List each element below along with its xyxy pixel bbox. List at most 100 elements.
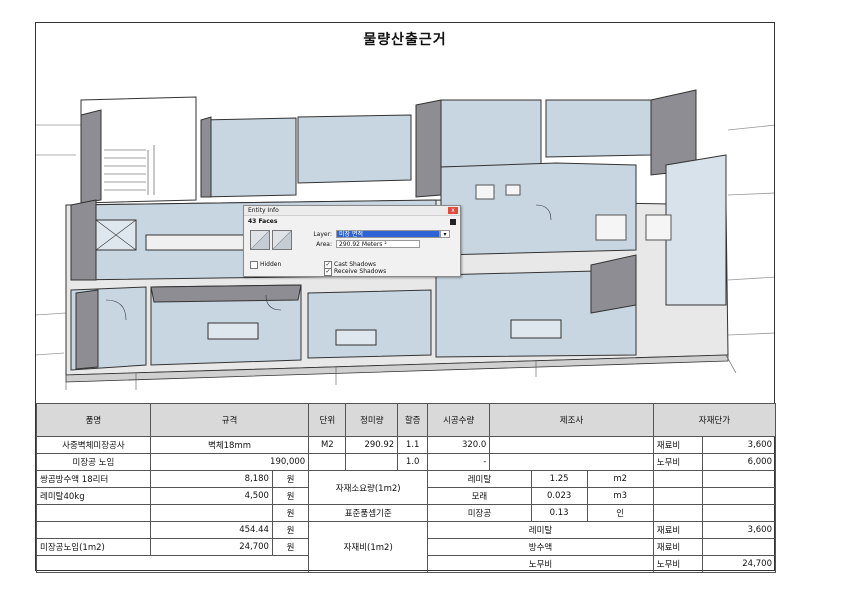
row-price-label: 노무비	[652, 453, 704, 471]
row-markup: 1.1	[397, 436, 429, 454]
row-spec-unit: 원	[271, 538, 310, 556]
cast-shadows-label: Cast Shadows	[334, 261, 377, 268]
row-wide-label: 노무비	[427, 555, 654, 573]
close-icon[interactable]: x	[448, 207, 458, 214]
table-row: 사중벽체미장공사 벽체18mm M2 290.92 1.1 320.0 재료비 …	[36, 436, 776, 454]
table-header-row: 품명 규격 단위 정미량 할증 시공수량 제조사 자재단가	[36, 403, 777, 437]
dialog-title-bar[interactable]: Entity Info x	[244, 206, 460, 216]
row-wide-label: 레미탈	[427, 521, 654, 539]
quantity-table: 품명 규격 단위 정미량 할증 시공수량 제조사 자재단가 사중벽체미장공사 벽…	[35, 403, 777, 573]
row-name: 쌍곰방수액 18리터	[36, 470, 151, 488]
row-work-qty: -	[427, 453, 491, 471]
entity-info-dialog[interactable]: Entity Info x 43 Faces Layer: 미장 면적 ▾ Ar…	[243, 205, 461, 277]
row-spec-value: 190,000	[149, 453, 310, 471]
layer-label: Layer:	[313, 231, 332, 238]
hidden-label: Hidden	[260, 261, 282, 268]
row-material: 레미탈	[427, 470, 532, 488]
row-net-qty: 290.92	[345, 436, 399, 454]
row-maker	[489, 436, 654, 454]
row-spec-value: 24,700	[149, 538, 273, 556]
row-material-unit: m3	[586, 487, 654, 505]
faces-count: 43 Faces	[248, 218, 278, 225]
row-price-label: 재료비	[652, 436, 704, 454]
row-unit	[308, 453, 347, 471]
receive-shadows-checkbox[interactable]: ✓	[324, 268, 332, 276]
material-cost-label: 자재비(1m2)	[308, 521, 429, 573]
row-name: 미장공 노임	[36, 453, 151, 471]
row-unit: M2	[308, 436, 347, 454]
header-unit: 단위	[308, 403, 347, 437]
row-name	[36, 521, 151, 539]
back-material-swatch[interactable]	[272, 230, 292, 250]
row-material: 미장공	[427, 504, 532, 522]
row-price-value: 3,600	[702, 436, 776, 454]
material-qty-label: 자재소요량(1m2)	[308, 470, 429, 505]
row-name: 레미탈40kg	[36, 487, 151, 505]
layer-select[interactable]: 미장 면적	[336, 230, 440, 238]
header-net-qty: 정미량	[345, 403, 399, 437]
row-material-unit: 인	[586, 504, 654, 522]
row-price-label	[652, 504, 704, 522]
hidden-checkbox[interactable]	[250, 261, 258, 269]
row-price-label: 재료비	[652, 538, 704, 556]
area-field[interactable]: 290.92 Meters ²	[336, 240, 420, 248]
row-wide-label: 방수액	[427, 538, 654, 556]
row-price-value	[702, 538, 776, 556]
row-material-unit: m2	[586, 470, 654, 488]
row-spec-value: 4,500	[149, 487, 273, 505]
table-row: 노무비 노무비 24,700	[35, 555, 776, 573]
row-material-qty: 0.023	[530, 487, 588, 505]
floor-plan-image: Entity Info x 43 Faces Layer: 미장 면적 ▾ Ar…	[36, 55, 774, 404]
row-spec-value: 454.44	[149, 521, 273, 539]
table-row: 레미탈40kg 4,500 원 모래 0.023 m3	[36, 487, 776, 505]
row-spec-value: 8,180	[149, 470, 273, 488]
area-label: Area:	[316, 241, 332, 248]
row-spec-value	[149, 504, 273, 522]
row-name: 사중벽체미장공사	[36, 436, 151, 454]
row-price-label	[652, 487, 704, 505]
row-price-label: 재료비	[652, 521, 704, 539]
row-work-qty: 320.0	[427, 436, 491, 454]
standard-label: 표준품셈기준	[308, 504, 429, 522]
row-spec-unit: 원	[271, 521, 310, 539]
row-spec-unit: 원	[271, 487, 310, 505]
header-spec: 규격	[149, 403, 310, 437]
row-net-qty	[345, 453, 399, 471]
row-empty	[35, 555, 310, 573]
row-material-qty: 0.13	[530, 504, 588, 522]
row-maker	[489, 453, 654, 471]
row-name: 미장공노임(1m2)	[36, 538, 151, 556]
row-name	[36, 504, 151, 522]
receive-shadows-label: Receive Shadows	[334, 268, 387, 275]
pin-icon[interactable]	[450, 219, 456, 225]
row-material: 모래	[427, 487, 532, 505]
row-material-qty: 1.25	[530, 470, 588, 488]
table-row: 원 표준품셈기준 미장공 0.13 인	[36, 504, 776, 522]
dialog-title: Entity Info	[248, 207, 279, 214]
floor-plan-drawing	[36, 89, 774, 390]
row-spec-unit: 원	[271, 470, 310, 488]
front-material-swatch[interactable]	[250, 230, 270, 250]
row-price-value: 3,600	[702, 521, 776, 539]
table-row: 쌍곰방수액 18리터 8,180 원 자재소요량(1m2) 레미탈 1.25 m…	[36, 470, 776, 505]
header-maker: 제조사	[489, 403, 654, 437]
document-sheet: 물량산출근거	[35, 22, 777, 573]
row-spec: 벽체18mm	[149, 436, 310, 454]
row-price-value	[702, 470, 776, 488]
header-work-qty: 시공수량	[427, 403, 491, 437]
chevron-down-icon[interactable]: ▾	[440, 230, 450, 238]
table-row: 454.44 원 자재비(1m2) 레미탈 재료비 3,600	[36, 521, 776, 573]
row-markup: 1.0	[397, 453, 429, 471]
row-price-label: 노무비	[652, 555, 704, 573]
row-price-label	[652, 470, 704, 488]
row-price-value: 6,000	[702, 453, 776, 471]
row-price-value: 24,700	[702, 555, 776, 573]
row-price-value	[702, 487, 776, 505]
header-name: 품명	[36, 403, 151, 437]
header-markup: 할증	[397, 403, 429, 437]
page-title: 물량산출근거	[36, 23, 774, 56]
row-spec-unit: 원	[271, 504, 310, 522]
header-unit-price: 자재단가	[652, 403, 777, 437]
row-price-value	[702, 504, 776, 522]
table-row: 미장공 노임 190,000 1.0 - 노무비 6,000	[36, 453, 776, 471]
